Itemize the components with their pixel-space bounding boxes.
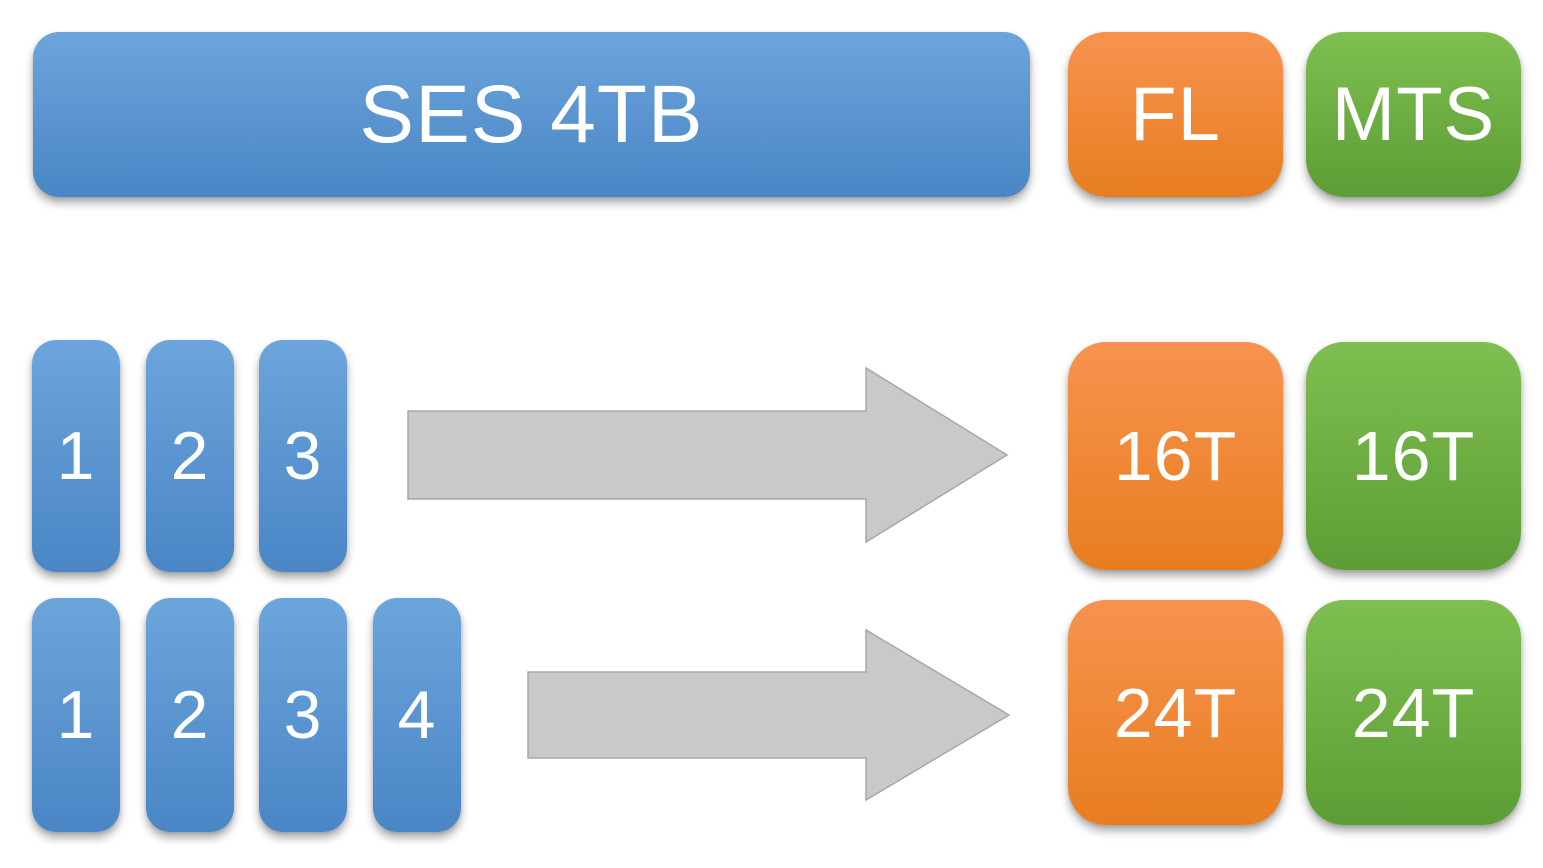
row2-result-green-24t-label: 24T bbox=[1351, 673, 1476, 752]
row1-drive-bar-1: 1 bbox=[32, 340, 120, 572]
row2-result-green-24t: 24T bbox=[1306, 600, 1521, 825]
fl-label: FL bbox=[1130, 72, 1221, 157]
row1-drive-bar-3: 3 bbox=[259, 340, 347, 572]
row2-right-arrow-icon bbox=[527, 628, 1011, 802]
fl-box: FL bbox=[1068, 32, 1283, 197]
row1-result-orange-16t-label: 16T bbox=[1113, 417, 1238, 495]
row1-result-orange-16t: 16T bbox=[1068, 342, 1283, 570]
row2-drive-bar-4: 4 bbox=[373, 598, 461, 832]
row2-drive-bar-3: 3 bbox=[259, 598, 347, 832]
row1-result-green-16t: 16T bbox=[1306, 342, 1521, 570]
row1-drive-bar-1-label: 1 bbox=[56, 418, 96, 494]
row2-drive-bar-1: 1 bbox=[32, 598, 120, 832]
row1-drive-bar-2: 2 bbox=[146, 340, 234, 572]
row1-result-green-16t-label: 16T bbox=[1351, 417, 1476, 495]
row1-right-arrow-icon bbox=[407, 366, 1009, 544]
row1-drive-bar-3-label: 3 bbox=[283, 418, 323, 494]
row2-drive-bar-2-label: 2 bbox=[170, 677, 210, 753]
row2-result-orange-24t-label: 24T bbox=[1113, 673, 1238, 752]
mts-box: MTS bbox=[1306, 32, 1521, 197]
ses-4tb-box: SES 4TB bbox=[33, 32, 1030, 197]
row2-result-orange-24t: 24T bbox=[1068, 600, 1283, 825]
row2-drive-bar-3-label: 3 bbox=[283, 677, 323, 753]
row2-drive-bar-2: 2 bbox=[146, 598, 234, 832]
mts-label: MTS bbox=[1331, 72, 1496, 157]
row2-drive-bar-4-label: 4 bbox=[397, 677, 437, 753]
row1-drive-bar-2-label: 2 bbox=[170, 418, 210, 494]
row2-drive-bar-1-label: 1 bbox=[56, 677, 96, 753]
ses-4tb-label: SES 4TB bbox=[359, 68, 704, 160]
